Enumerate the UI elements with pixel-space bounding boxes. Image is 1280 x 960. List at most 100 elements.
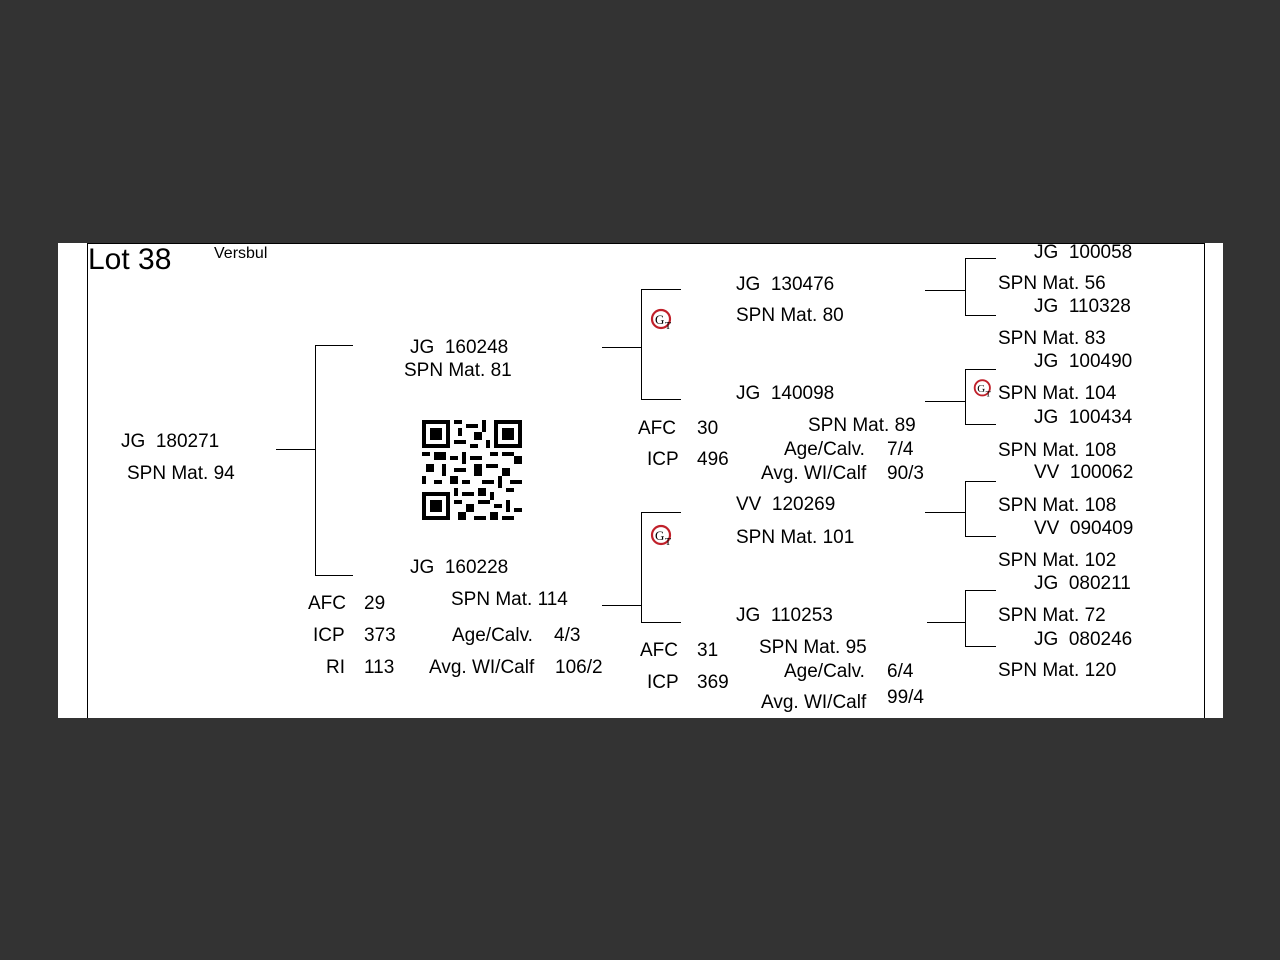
connector-line: [965, 424, 996, 425]
ggp-2-id: JG 110328: [1034, 296, 1131, 317]
sire-dam-wi-value: 90/3: [887, 463, 924, 484]
connector-line: [925, 512, 966, 513]
sire-sire-spn: SPN Mat. 80: [736, 305, 844, 326]
connector-line: [925, 290, 966, 291]
dam-dam-icp-label: ICP: [647, 672, 679, 693]
connector-line: [965, 481, 966, 536]
dam-age-value: 4/3: [554, 625, 581, 646]
dam-dam-wi-value: 99/4: [887, 687, 924, 708]
breed-label: Versbul: [214, 245, 268, 262]
connector-line: [965, 646, 996, 647]
ggp-2-spn: SPN Mat. 83: [998, 328, 1106, 349]
sire-dam-afc-label: AFC: [638, 418, 676, 439]
svg-text:G: G: [655, 312, 664, 327]
ggp-1-spn: SPN Mat. 56: [998, 273, 1106, 294]
connector-line: [965, 590, 996, 591]
pedigree-page: Lot 38 Versbul JG 180271 SPN Mat. 94 JG …: [58, 242, 1223, 718]
connector-line: [641, 512, 681, 513]
dam-wi-label: Avg. WI/Calf: [429, 657, 535, 678]
connector-line: [641, 399, 681, 400]
connector-line: [641, 289, 642, 399]
ggp-5-id: VV 100062: [1034, 462, 1134, 483]
ggp-8-spn: SPN Mat. 120: [998, 660, 1117, 681]
connector-line: [965, 315, 996, 316]
dam-dam-spn: SPN Mat. 95: [759, 637, 867, 658]
dam-icp-value: 373: [364, 625, 396, 646]
ggp-7-id: JG 080211: [1034, 573, 1131, 594]
dam-icp-label: ICP: [313, 625, 345, 646]
svg-text:G: G: [655, 528, 664, 543]
svg-text:T: T: [986, 388, 992, 398]
ggp-5-spn: SPN Mat. 108: [998, 495, 1117, 516]
svg-text:G: G: [977, 383, 985, 395]
dam-sire-spn: SPN Mat. 101: [736, 527, 855, 548]
connector-line: [641, 289, 681, 290]
ggp-4-spn: SPN Mat. 108: [998, 440, 1117, 461]
dam-dam-age-value: 6/4: [887, 661, 914, 682]
dam-id: JG 160228: [410, 557, 509, 578]
dam-sire-id: VV 120269: [736, 494, 836, 515]
page-right-border: [1204, 243, 1205, 718]
animal-id: JG 180271: [121, 431, 220, 452]
dam-dam-icp-value: 369: [697, 672, 729, 693]
dam-dam-id: JG 110253: [736, 605, 833, 626]
connector-line: [602, 605, 642, 606]
ggp-6-spn: SPN Mat. 102: [998, 550, 1117, 571]
connector-line: [315, 345, 316, 575]
ggp-8-id: JG 080246: [1034, 629, 1133, 650]
sire-spn: SPN Mat. 81: [404, 360, 512, 381]
sire-sire-id: JG 130476: [736, 274, 835, 295]
ggp-1-id: JG 100058: [1034, 242, 1133, 263]
connector-line: [641, 512, 642, 622]
dam-afc-value: 29: [364, 593, 386, 614]
dam-ri-value: 113: [364, 657, 395, 678]
dam-dam-age-label: Age/Calv.: [784, 661, 865, 682]
connector-line: [925, 401, 966, 402]
dam-ri-label: RI: [326, 657, 345, 678]
connector-line: [965, 481, 996, 482]
gt-logo-icon: G T: [973, 379, 992, 398]
sire-dam-wi-label: Avg. WI/Calf: [761, 463, 867, 484]
page-top-border: [87, 243, 1205, 244]
sire-id: JG 160248: [410, 337, 509, 358]
connector-line: [965, 258, 996, 259]
dam-wi-value: 106/2: [555, 657, 603, 678]
dam-dam-wi-label: Avg. WI/Calf: [761, 692, 867, 713]
ggp-3-spn: SPN Mat. 104: [998, 383, 1117, 404]
connector-line: [965, 369, 996, 370]
sire-dam-age-value: 7/4: [887, 439, 914, 460]
ggp-3-id: JG 100490: [1034, 351, 1133, 372]
connector-line: [965, 258, 966, 315]
connector-line: [641, 622, 681, 623]
sire-dam-spn: SPN Mat. 89: [808, 415, 916, 436]
svg-text:T: T: [665, 321, 671, 331]
sire-dam-age-label: Age/Calv.: [784, 439, 865, 460]
connector-line: [276, 449, 316, 450]
connector-line: [315, 345, 353, 346]
dam-afc-label: AFC: [308, 593, 346, 614]
sire-dam-icp-value: 496: [697, 449, 729, 470]
gt-logo-icon: G T: [650, 308, 671, 331]
connector-line: [965, 369, 966, 424]
dam-spn: SPN Mat. 114: [451, 589, 568, 610]
dam-dam-afc-value: 31: [697, 640, 719, 661]
lot-title: Lot 38: [88, 243, 172, 276]
connector-line: [927, 622, 966, 623]
dam-dam-afc-label: AFC: [640, 640, 678, 661]
sire-dam-afc-value: 30: [697, 418, 719, 439]
dam-age-label: Age/Calv.: [452, 625, 533, 646]
qr-code-icon: [422, 420, 522, 520]
svg-text:T: T: [665, 537, 671, 547]
page-left-border: [87, 243, 88, 718]
ggp-7-spn: SPN Mat. 72: [998, 605, 1106, 626]
animal-spn: SPN Mat. 94: [127, 463, 235, 484]
connector-line: [315, 575, 353, 576]
sire-dam-id: JG 140098: [736, 383, 835, 404]
ggp-6-id: VV 090409: [1034, 518, 1134, 539]
gt-logo-icon: G T: [650, 524, 671, 547]
connector-line: [602, 347, 642, 348]
connector-line: [965, 590, 966, 646]
connector-line: [965, 536, 996, 537]
ggp-4-id: JG 100434: [1034, 407, 1133, 428]
sire-dam-icp-label: ICP: [647, 449, 679, 470]
